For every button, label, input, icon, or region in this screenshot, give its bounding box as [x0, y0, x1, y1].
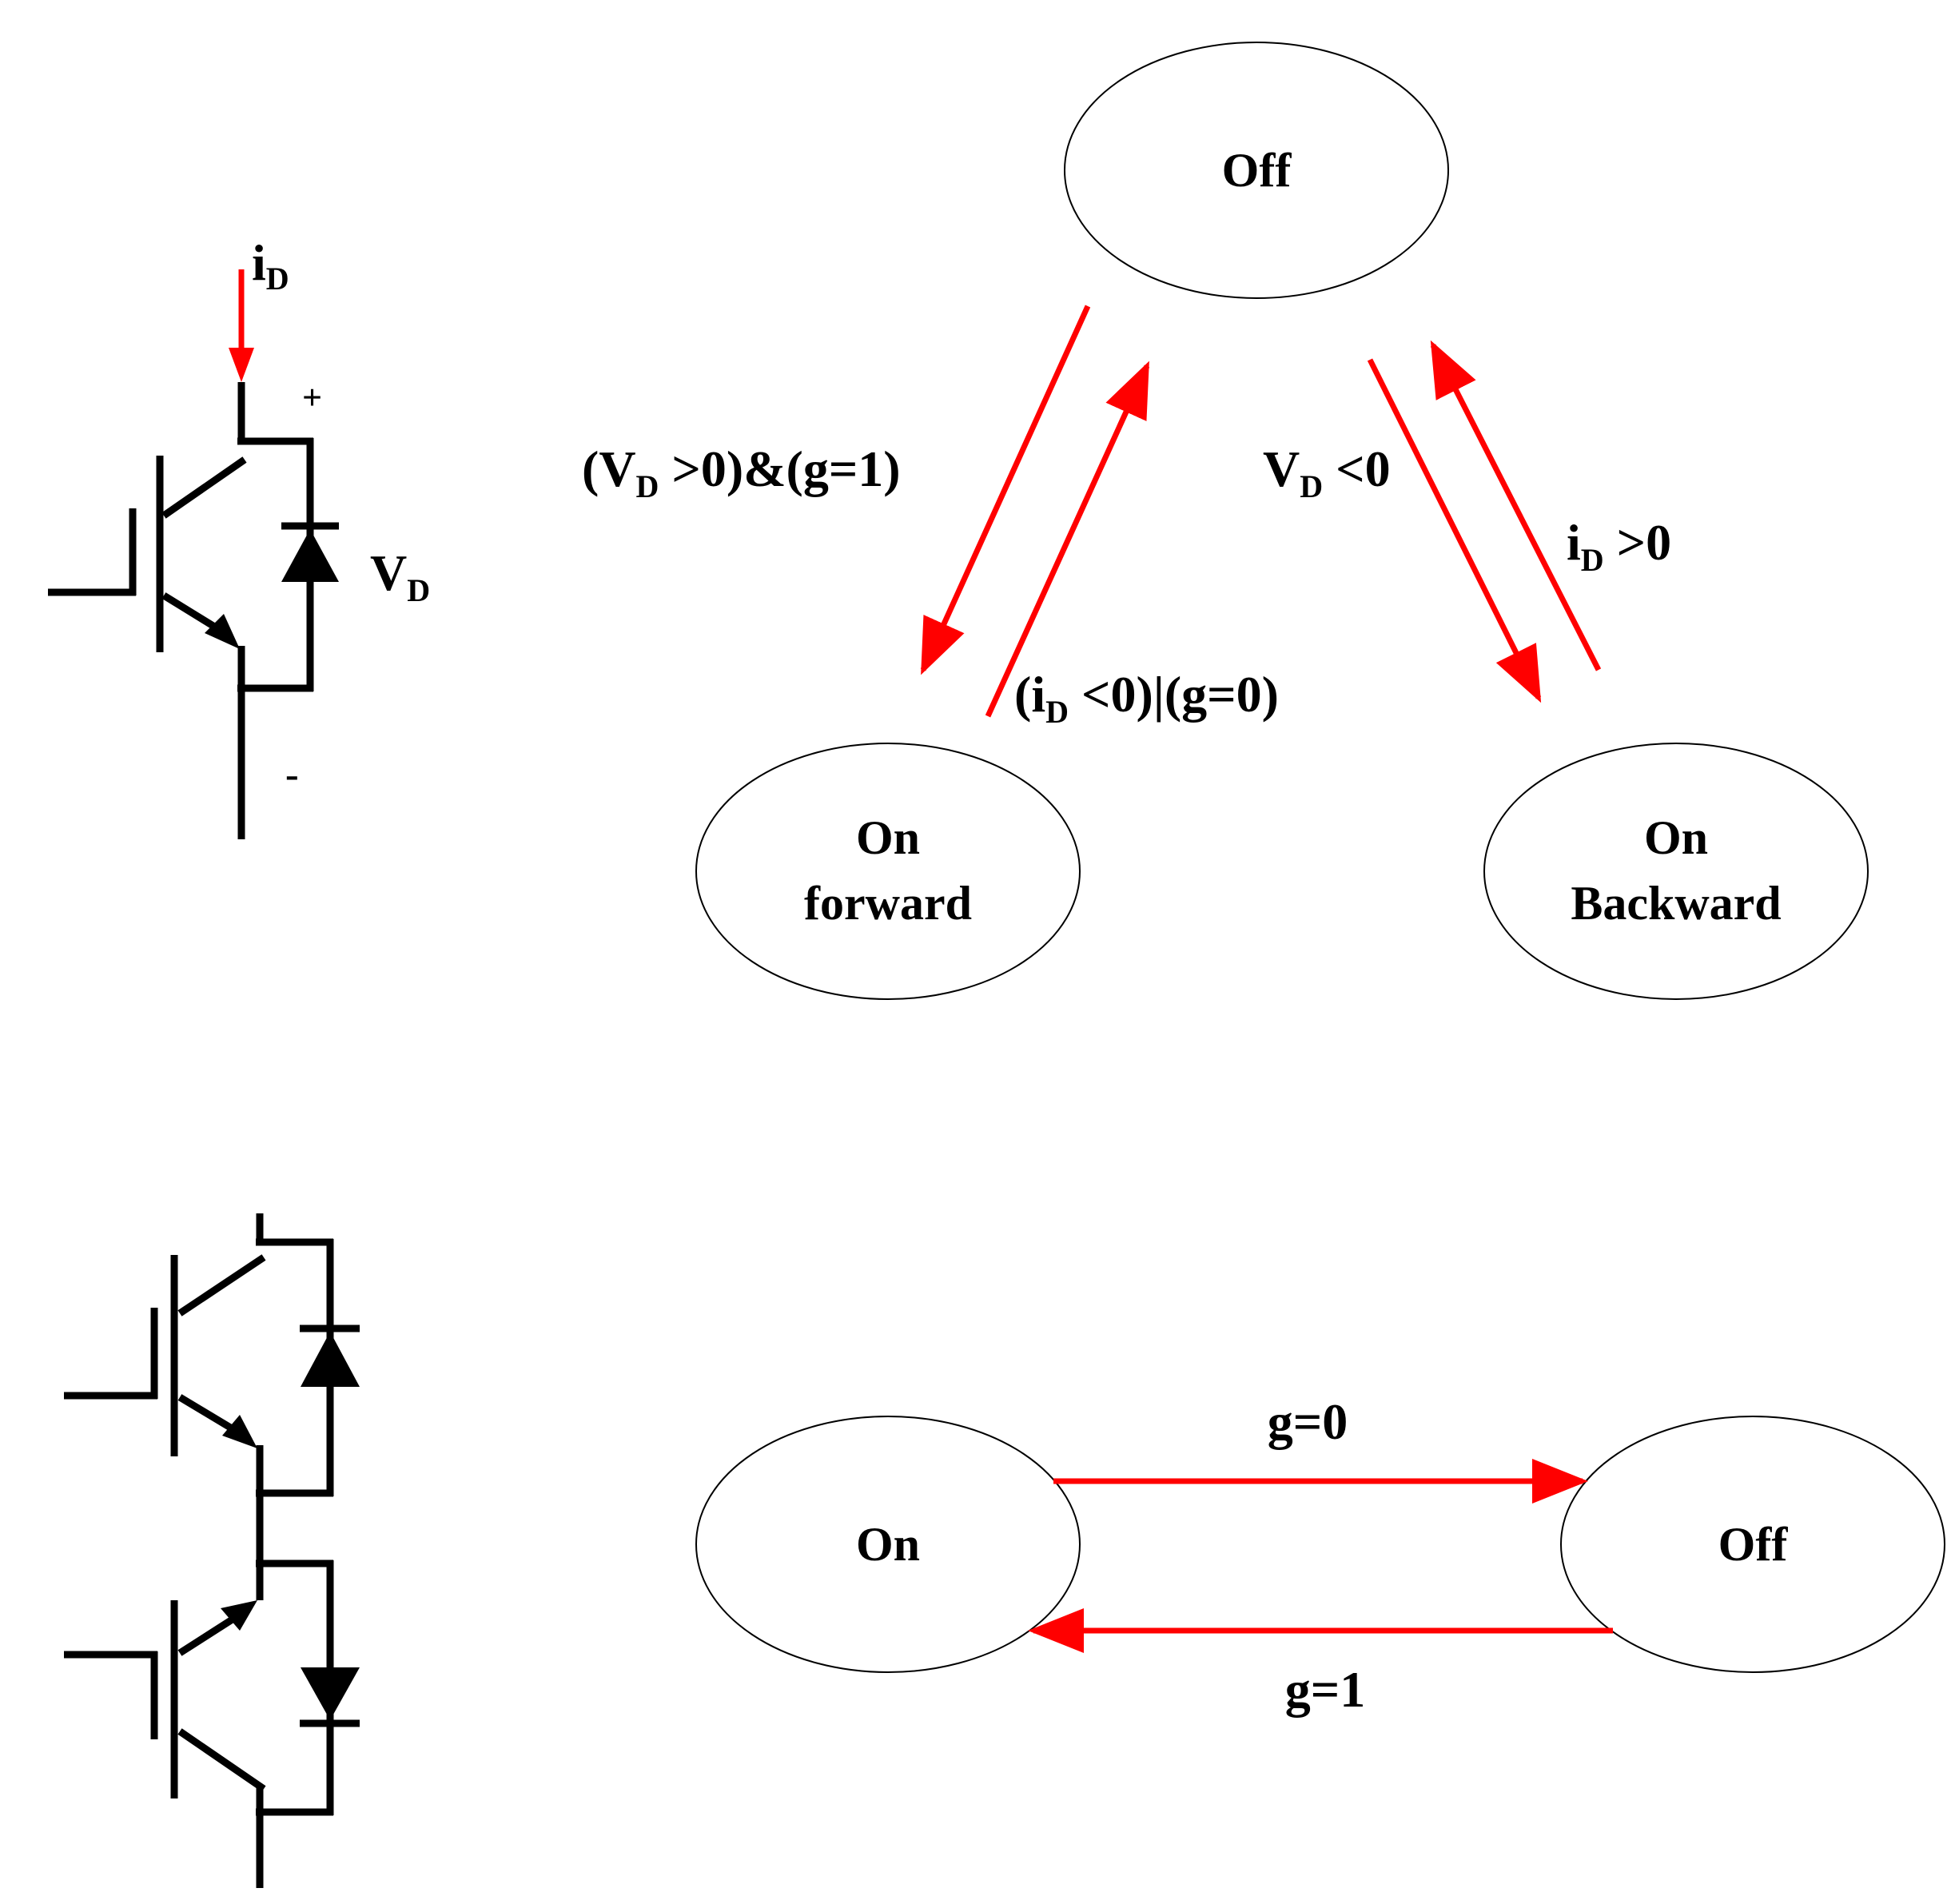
diode-triangle — [281, 529, 339, 582]
emitter-arrow-head — [205, 614, 240, 649]
upper-emitter-arrow-head — [222, 1415, 257, 1448]
state-off-switch-label: Off — [1718, 1518, 1789, 1571]
state-off — [1064, 42, 1449, 299]
state-on-label: On — [856, 1518, 920, 1571]
collector-diagonal — [161, 456, 247, 519]
label-forward-to-off: (iD <0)|(g=0) — [1014, 666, 1279, 730]
current-arrow-head — [229, 348, 254, 382]
state-on-forward-line1: On — [856, 811, 920, 864]
label-backward-to-off: iD >0 — [1567, 514, 1671, 578]
upper-diode-triangle — [301, 1332, 360, 1387]
transition-backward-to-off — [1430, 340, 1602, 671]
label-off-to-backward: VD <0 — [1263, 440, 1391, 504]
state-on-forward — [695, 743, 1081, 1000]
upper-collector-diagonal — [177, 1254, 266, 1316]
state-on-backward-line1: On — [1644, 811, 1708, 864]
lower-emitter-diagonal — [177, 1611, 242, 1656]
state-off-label: Off — [1222, 144, 1292, 197]
transition-off-to-backward — [1367, 358, 1542, 703]
state-on-backward — [1483, 743, 1869, 1000]
plus-sign: + — [302, 378, 322, 417]
label-on-to-off: g=0 — [1268, 1393, 1348, 1450]
state-on-backward-line2: Backward — [1571, 877, 1781, 930]
state-off-switch — [1560, 1416, 1945, 1673]
half-bridge-circuit — [64, 1213, 360, 1888]
current-label: iD — [252, 234, 289, 297]
transition-forward-to-off — [985, 360, 1150, 718]
label-off-to-on: g=1 — [1285, 1661, 1365, 1718]
minus-sign: - — [285, 751, 299, 796]
switch-state-machine: On Off g=0 g=1 — [695, 1393, 1945, 1718]
voltage-label: VD — [370, 544, 430, 608]
lower-emitter-arrow-head — [221, 1600, 257, 1631]
state-on — [695, 1416, 1081, 1673]
lower-diode-triangle — [301, 1667, 360, 1720]
lower-collector-diagonal — [177, 1728, 266, 1792]
state-on-forward-line2: forward — [804, 877, 972, 930]
transition-off-to-forward — [920, 305, 1091, 675]
diode-state-machine: Off On forward On Backward (VD >0)&(g=1)… — [582, 42, 1869, 1000]
label-off-to-forward: (VD >0)&(g=1) — [582, 440, 901, 504]
igbt-diode-circuit: iD + - VD — [48, 234, 430, 839]
